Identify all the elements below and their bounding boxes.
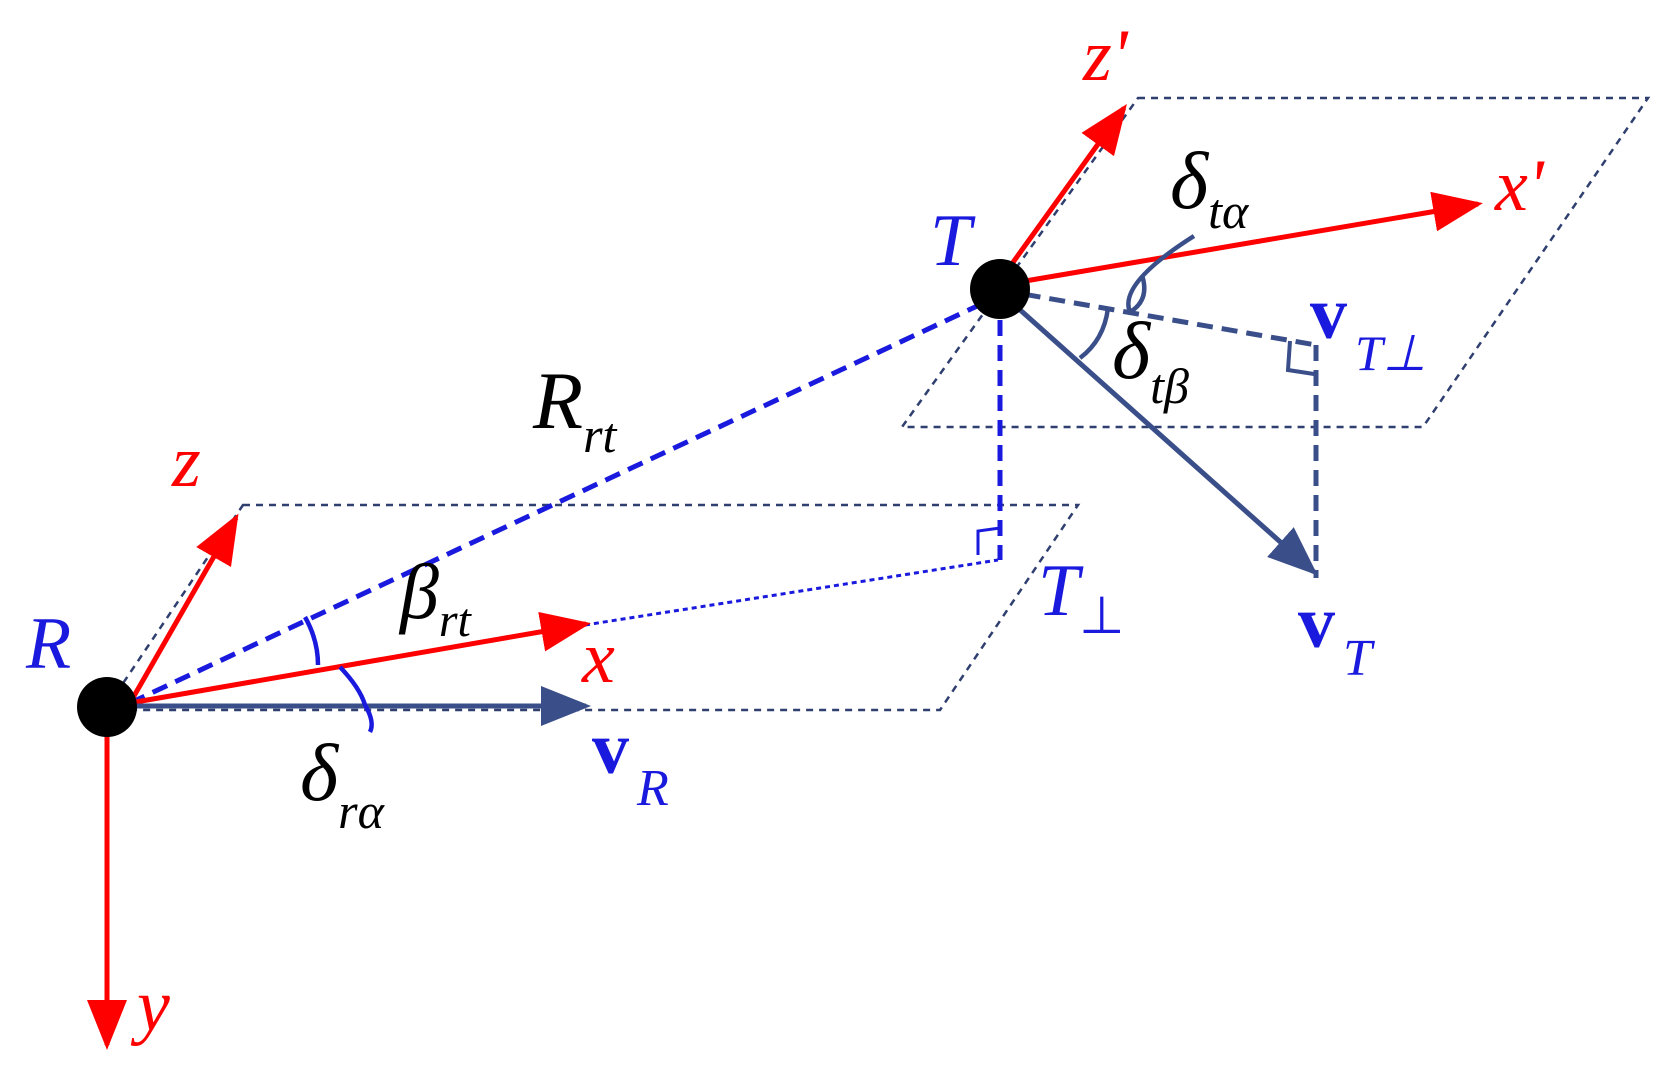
label-r: R [25,603,71,685]
label-delta-ta-main: δ [1170,135,1210,226]
label-delta-ra-sub: rα [338,783,385,839]
label-x-prime: x' [1494,145,1545,227]
label-rrt: Rrt [532,355,618,463]
delta-ta-angle-arc [1126,234,1196,316]
label-y: y [130,965,170,1047]
label-delta-tb-sub: tβ [1150,358,1189,414]
x-axis-arrow [129,611,591,706]
label-t-perp: T⊥ [1038,550,1124,645]
label-t: T [930,200,976,282]
label-x: x [581,617,615,699]
vt-perp-line [999,287,1317,348]
label-vr-main: v [592,708,629,790]
label-vt-perp-sub: T⊥ [1355,325,1426,381]
z-prime-axis-arrow [993,103,1127,288]
right-angle-marker-tperp [976,526,1001,555]
label-beta-main: β [398,548,439,635]
label-beta-rt: βrt [398,548,473,647]
right-angle-marker-vt [1285,340,1315,376]
x-projection-line [584,558,999,627]
label-t-perp-main: T [1038,550,1084,632]
beta-angle-arc [303,615,321,666]
label-vr-sub: R [636,760,669,817]
receiver-point [77,677,137,737]
vt-arrow [998,290,1318,576]
label-rrt-main: R [532,355,583,446]
label-z-prime: z' [1082,15,1129,97]
receiver-plane [102,503,1081,712]
label-beta-sub: rt [439,594,473,647]
label-delta-ta: δtα [1170,135,1250,239]
range-line-rrt [128,297,992,706]
label-t-perp-sub: ⊥ [1079,588,1124,645]
label-z: z [171,421,201,503]
label-delta-ta-sub: tα [1208,183,1250,239]
z-axis-arrow [127,513,239,705]
label-delta-ra: δrα [300,727,386,839]
target-point [970,259,1030,319]
delta-ra-angle-arc [338,665,374,734]
label-delta-tb: δtβ [1112,305,1189,414]
x-prime-axis-arrow [995,191,1483,289]
label-delta-ra-main: δ [300,727,340,818]
label-vt-perp-main: v [1310,273,1347,355]
target-plane [899,96,1651,429]
label-vt-sub: T [1343,630,1375,687]
label-delta-tb-main: δ [1112,305,1152,396]
label-rrt-sub: rt [583,407,617,463]
label-vt-main: v [1298,582,1335,664]
delta-tb-angle-arc [1078,307,1111,360]
